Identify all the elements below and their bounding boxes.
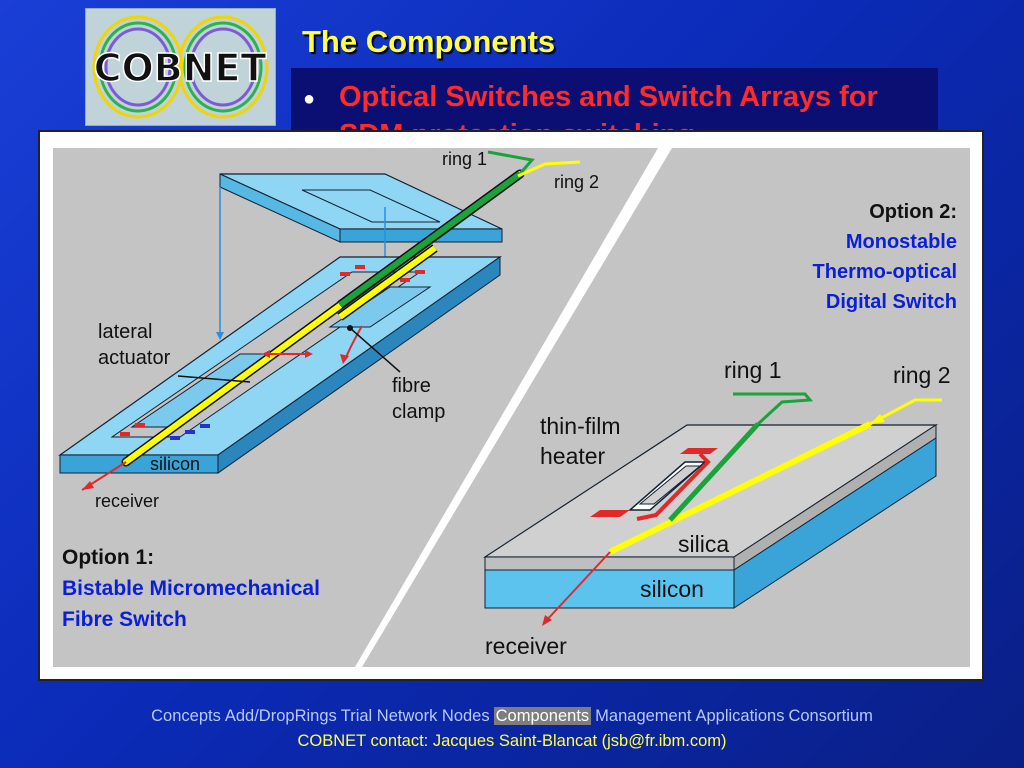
logo-text: COBNET bbox=[94, 46, 267, 90]
nav-add-drop-rings[interactable]: Add/DropRings bbox=[224, 707, 337, 725]
label-thinfilm: thin-film bbox=[540, 413, 621, 439]
nav-trial-network-nodes[interactable]: Trial Network Nodes bbox=[340, 707, 490, 725]
label-ring1-a: ring 1 bbox=[442, 149, 487, 169]
footer-contact[interactable]: COBNET contact: Jacques Saint-Blancat (j… bbox=[297, 732, 727, 750]
label-silicon-b: silicon bbox=[640, 576, 704, 602]
option1-heading: Option 1: bbox=[62, 546, 154, 569]
option2-labels: ring 1 ring 2 thin-film heater silica si… bbox=[485, 357, 951, 659]
label-ring2-b: ring 2 bbox=[893, 362, 951, 388]
label-actuator: actuator bbox=[98, 347, 171, 369]
nav-components[interactable]: Components bbox=[493, 707, 592, 725]
slide-title: The Components bbox=[302, 24, 556, 59]
label-clamp: clamp bbox=[392, 401, 445, 423]
components-figure: ring 1 ring 2 lateral actuator fibre cla… bbox=[38, 130, 984, 681]
option1-line2: Fibre Switch bbox=[62, 608, 187, 631]
bullet-icon: ● bbox=[303, 88, 316, 110]
option1-caption: Option 1: Bistable Micromechanical Fibre… bbox=[62, 546, 320, 631]
label-lateral: lateral bbox=[98, 321, 152, 343]
option2-caption: Option 2: Monostable Thermo-optical Digi… bbox=[813, 201, 957, 313]
option2-line1: Monostable bbox=[846, 231, 957, 253]
option1-panel bbox=[53, 148, 658, 667]
option1-labels: ring 1 ring 2 lateral actuator fibre cla… bbox=[95, 149, 599, 511]
bullet-box: ● Optical Switches and Switch Arrays for… bbox=[291, 68, 938, 138]
panel-divider bbox=[355, 146, 667, 669]
option1-line1: Bistable Micromechanical bbox=[62, 577, 320, 600]
option2-line3: Digital Switch bbox=[826, 291, 957, 313]
nav-applications[interactable]: Applications bbox=[695, 707, 785, 725]
option2-heading: Option 2: bbox=[869, 201, 957, 223]
label-receiver-a: receiver bbox=[95, 491, 159, 511]
label-receiver-b: receiver bbox=[485, 633, 567, 659]
nav-management[interactable]: Management bbox=[595, 707, 692, 725]
nav-concepts[interactable]: Concepts bbox=[151, 707, 221, 725]
thermo-optical-switch-drawing bbox=[482, 392, 942, 626]
option2-line2: Thermo-optical bbox=[813, 261, 957, 283]
bullet-text: Optical Switches and Switch Arrays for S… bbox=[339, 81, 878, 138]
label-silica: silica bbox=[678, 531, 729, 557]
cobnet-logo: COBNET bbox=[85, 8, 276, 126]
label-fibre: fibre bbox=[392, 375, 431, 397]
label-ring2-a: ring 2 bbox=[554, 172, 599, 192]
micromechanical-switch-drawing bbox=[58, 150, 581, 491]
label-ring1-b: ring 1 bbox=[724, 357, 782, 383]
nav-consortium[interactable]: Consortium bbox=[788, 707, 873, 725]
label-silicon-a: silicon bbox=[150, 454, 200, 474]
label-heater: heater bbox=[540, 443, 606, 469]
